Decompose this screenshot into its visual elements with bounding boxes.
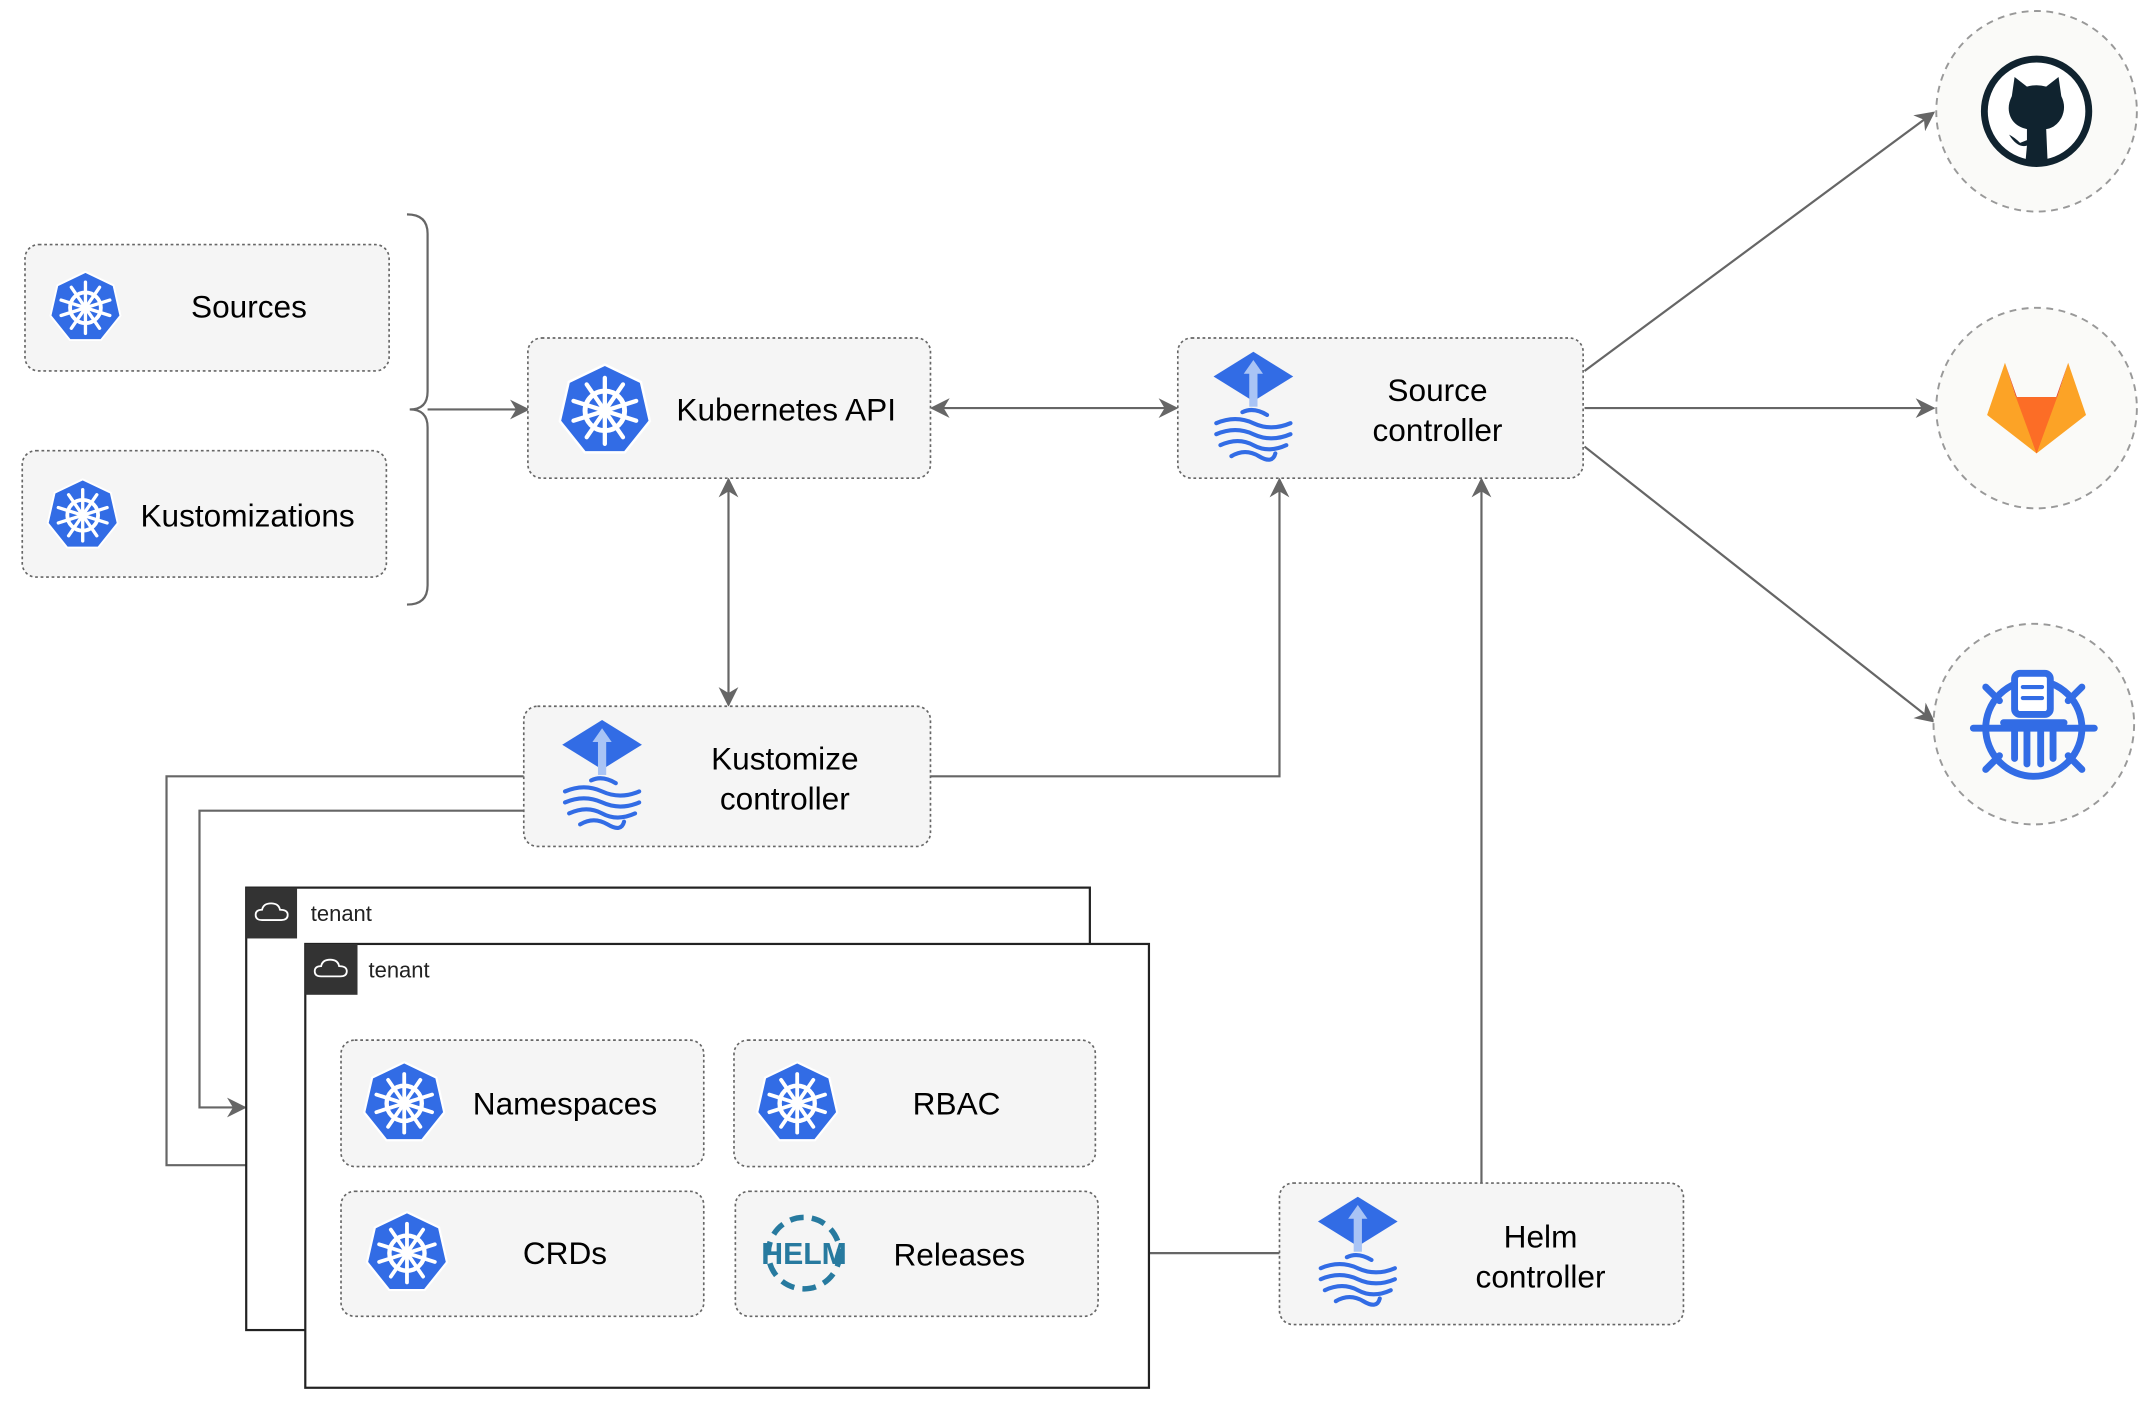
node-rbac[interactable]: RBAC [733,1039,1097,1168]
brace [406,213,429,606]
node-crds[interactable]: CRDs [340,1190,705,1318]
tenant-label: tenant [369,958,430,983]
node-kustomize-controller[interactable]: Kustomize controller [522,705,932,848]
node-kustomizations[interactable]: Kustomizations [21,449,388,578]
node-label-line2: controller [1373,412,1503,448]
edge-kustomize-source [930,477,1290,778]
gitlab-icon [1987,362,2087,454]
bucket-icon [1969,669,2098,780]
edge-kustomize-tenant-back [198,809,524,1118]
node-source-controller[interactable]: Source controller [1176,337,1584,479]
external-github[interactable] [1935,10,2138,213]
node-namespaces[interactable]: Namespaces [340,1039,705,1168]
node-label-line1: Helm [1504,1219,1578,1255]
node-label: Kubernetes API [676,391,896,427]
edge-kustomize-tenant-front [165,775,524,1176]
node-label: CRDs [523,1235,607,1271]
node-label-line1: Source [1387,372,1487,408]
node-label: Kustomizations [140,497,354,533]
node-label-line2: controller [1476,1258,1606,1294]
svg-text:HELM: HELM [761,1238,847,1271]
node-kubernetes-api[interactable]: Kubernetes API [527,337,932,479]
tenant-label: tenant [311,901,372,926]
node-label-line1: Kustomize [711,740,858,776]
external-gitlab[interactable] [1935,306,2138,510]
node-label: Sources [191,288,307,324]
helm-icon: HELM [761,1214,847,1292]
node-label: RBAC [913,1085,1001,1121]
node-releases[interactable]: HELM Releases [734,1190,1099,1318]
edge-source-bucket [1583,445,1936,723]
node-label: Releases [893,1236,1025,1272]
external-bucket[interactable] [1932,622,2136,826]
node-sources[interactable]: Sources [24,243,390,372]
edge-source-github [1583,111,1936,372]
node-helm-controller[interactable]: Helm controller [1278,1182,1685,1326]
github-icon [1980,55,2093,167]
node-label-line2: controller [720,780,850,816]
node-label: Namespaces [473,1085,657,1121]
